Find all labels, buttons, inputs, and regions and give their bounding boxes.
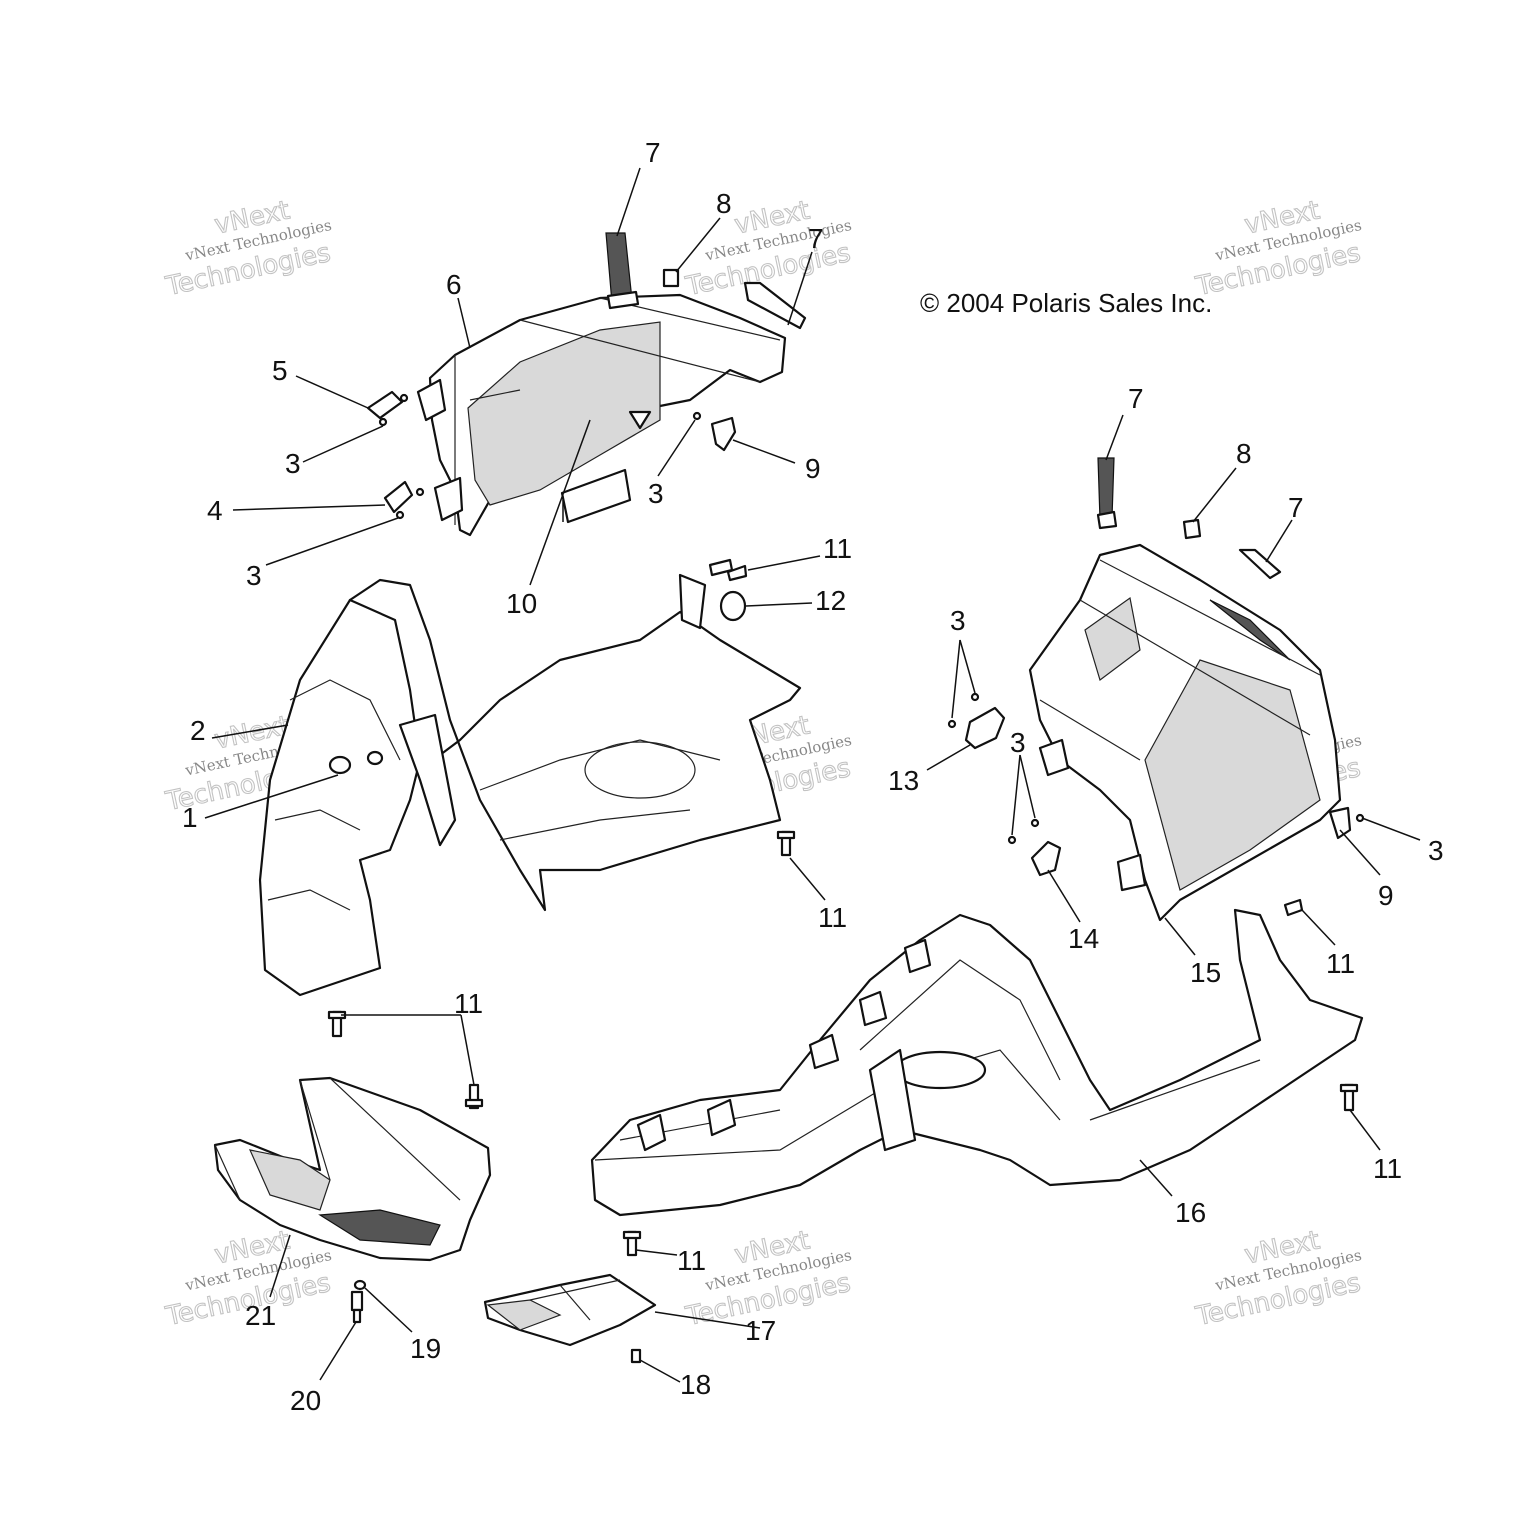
callout-3: 3 <box>246 560 262 591</box>
part-bracket-13 <box>947 692 1006 750</box>
part-push-rivet-11-c <box>1283 898 1304 917</box>
callout-10: 10 <box>506 588 537 619</box>
callout-11: 11 <box>818 902 847 933</box>
part-bolt-20 <box>350 1290 364 1324</box>
part-latch-9-top <box>692 411 737 452</box>
callout-labels: 7 8 7 6 5 3 4 3 3 9 10 11 12 7 8 7 2 1 3… <box>182 137 1444 1416</box>
callout-21: 21 <box>245 1300 276 1331</box>
part-bracket-5 <box>366 390 409 427</box>
part-washer-19 <box>353 1279 367 1291</box>
part-front-cover <box>1028 543 1342 922</box>
part-strap-right-2 <box>1238 548 1282 580</box>
callout-3: 3 <box>1010 727 1026 758</box>
part-clip-8-top <box>662 268 680 288</box>
part-rear-fender <box>258 573 802 997</box>
watermark: vNext vNext Technologies Technologies <box>1192 1225 1364 1333</box>
part-push-rivet-11-f <box>464 1083 484 1110</box>
part-strap-right <box>1096 457 1118 530</box>
callout-11: 11 <box>823 533 852 564</box>
part-front-fender <box>590 908 1364 1217</box>
callout-3: 3 <box>648 478 664 509</box>
part-decal <box>560 468 632 524</box>
part-push-rivet-11-d <box>1339 1083 1359 1112</box>
copyright-notice: © 2004 Polaris Sales Inc. <box>920 288 1212 318</box>
part-push-rivet-11-a <box>708 558 748 582</box>
callout-14: 14 <box>1068 923 1099 954</box>
part-push-rivet-11-g <box>622 1230 642 1257</box>
callout-17: 17 <box>745 1315 776 1346</box>
callout-15: 15 <box>1190 957 1221 988</box>
callout-7: 7 <box>645 137 661 168</box>
callout-3: 3 <box>950 605 966 636</box>
callout-9: 9 <box>1378 880 1394 911</box>
callout-7: 7 <box>1128 383 1144 414</box>
part-skid-plate <box>483 1273 657 1347</box>
callout-8: 8 <box>716 188 732 219</box>
callout-13: 13 <box>888 765 919 796</box>
part-rear-cover <box>416 293 787 537</box>
callout-5: 5 <box>272 355 288 386</box>
callout-4: 4 <box>207 495 223 526</box>
part-push-rivet-11-b <box>776 830 796 857</box>
callout-11: 11 <box>454 988 483 1019</box>
callout-19: 19 <box>410 1333 441 1364</box>
callout-1: 1 <box>182 802 198 833</box>
callout-2: 2 <box>190 715 206 746</box>
part-bracket-4 <box>383 480 425 520</box>
callout-16: 16 <box>1175 1197 1206 1228</box>
callout-18: 18 <box>680 1369 711 1400</box>
part-rear-mudguard <box>213 1076 492 1262</box>
leader-lines <box>204 167 1421 1383</box>
callout-12: 12 <box>815 585 846 616</box>
watermark: vNext vNext Technologies Technologies <box>1192 195 1364 303</box>
callout-8: 8 <box>1236 438 1252 469</box>
part-strap-top <box>605 232 640 310</box>
watermark: vNext vNext Technologies Technologies <box>162 195 334 303</box>
part-bracket-14 <box>1007 818 1062 877</box>
callout-3: 3 <box>285 448 301 479</box>
callout-9: 9 <box>805 453 821 484</box>
callout-6: 6 <box>446 269 462 300</box>
callout-20: 20 <box>290 1385 321 1416</box>
part-screw-18 <box>630 1348 642 1364</box>
callout-11: 11 <box>677 1245 706 1276</box>
callout-11: 11 <box>1373 1153 1402 1184</box>
callout-3: 3 <box>1428 835 1444 866</box>
part-clamp-12 <box>719 590 747 622</box>
callout-7: 7 <box>1288 492 1304 523</box>
callout-11: 11 <box>1326 948 1355 979</box>
part-latch-9-right <box>1328 806 1365 840</box>
watermark: vNext vNext Technologies Technologies <box>682 195 854 303</box>
callout-7: 7 <box>808 223 824 254</box>
part-push-rivet-11-e <box>327 1010 347 1038</box>
part-clip-8-right <box>1182 518 1202 540</box>
part-strap-top-right <box>743 281 807 330</box>
